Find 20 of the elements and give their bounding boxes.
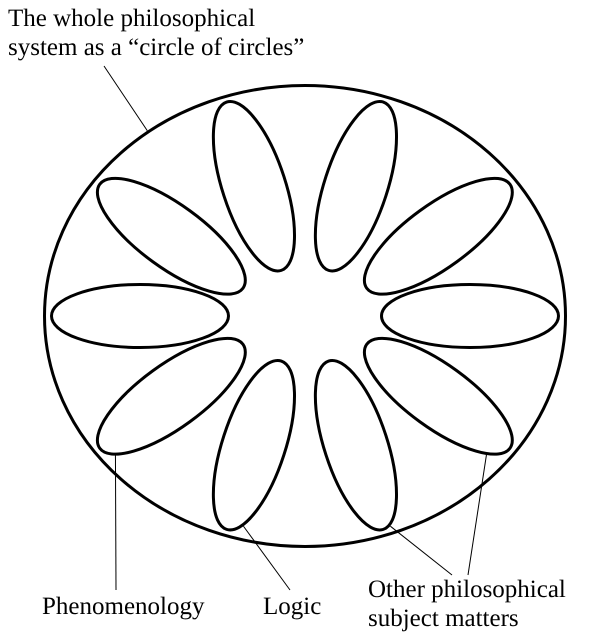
inner-ellipse: [210, 357, 298, 534]
outer-circle: [43, 84, 567, 548]
caption-text: The whole philosophical system as a “circle of circles”: [8, 4, 308, 62]
inner-ellipse: [94, 334, 249, 458]
inner-ellipse: [361, 174, 516, 298]
inner-ellipse: [312, 98, 400, 275]
inner-ellipse: [361, 334, 516, 458]
leader-line: [468, 454, 487, 576]
inner-ellipse: [312, 357, 400, 534]
leader-line: [242, 526, 290, 590]
label-text: Phenomenology: [42, 592, 242, 621]
inner-ellipse: [48, 281, 232, 351]
label-text: Logic: [263, 592, 343, 621]
label-text: Other philosophical subject matters: [368, 575, 598, 633]
leader-line: [390, 526, 452, 576]
inner-ellipse: [378, 281, 562, 351]
leader-line: [114, 454, 116, 590]
leader-line: [104, 66, 148, 132]
inner-ellipse: [94, 174, 249, 298]
inner-ellipse: [210, 98, 298, 275]
